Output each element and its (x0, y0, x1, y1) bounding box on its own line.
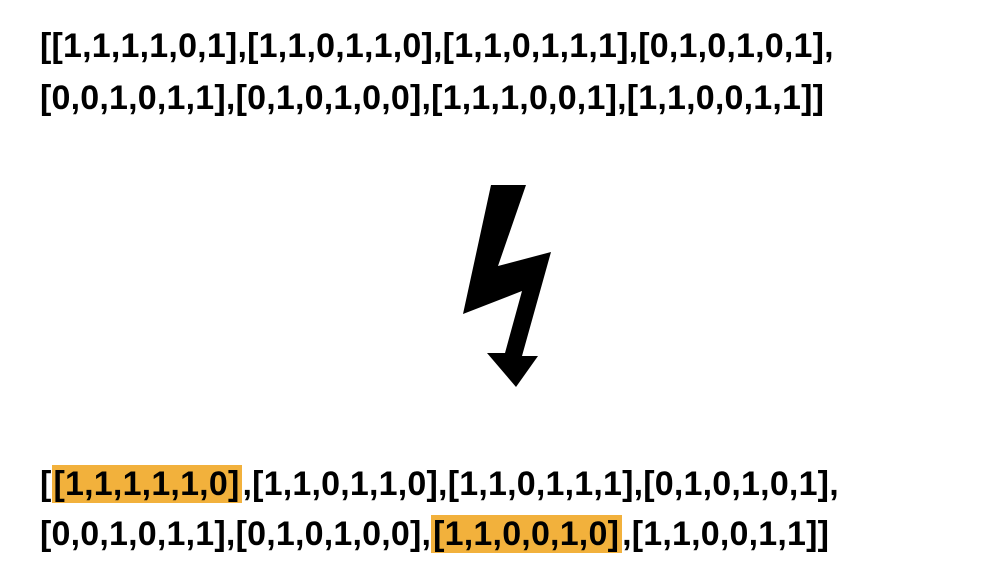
lightning-bolt-arrow-down-icon-path (463, 185, 551, 387)
lightning-bolt-arrow-down-icon (454, 180, 564, 395)
mutated-row-highlight-1: [1,1,1,1,1,0] (51, 465, 243, 503)
mutated-line-2-suffix: ,[1,1,0,0,1,1]] (622, 515, 830, 553)
mutated-row-highlight-2: [1,1,0,0,1,0] (431, 515, 623, 553)
lightning-bolt-arrow-down-icon-shape (463, 185, 551, 387)
mutated-line-2-prefix: [0,0,1,0,1,1],[0,1,0,1,0,0], (40, 515, 432, 553)
mutated-line-1-suffix: ,[1,1,0,1,1,0],[1,1,0,1,1,1],[0,1,0,1,0,… (242, 465, 839, 503)
mutated-line-1-prefix: [ (40, 465, 52, 503)
original-matrix-line-2: [0,0,1,0,1,1],[0,1,0,1,0,0],[1,1,1,0,0,1… (40, 79, 825, 117)
original-matrix-line-1: [[1,1,1,1,0,1],[1,1,0,1,1,0],[1,1,0,1,1,… (40, 27, 834, 65)
mutated-matrix-line-2: [0,0,1,0,1,1],[0,1,0,1,0,0],[1,1,0,0,1,0… (40, 512, 829, 556)
mutated-matrix-line-1: [[1,1,1,1,1,0],[1,1,0,1,1,0],[1,1,0,1,1,… (40, 462, 839, 506)
